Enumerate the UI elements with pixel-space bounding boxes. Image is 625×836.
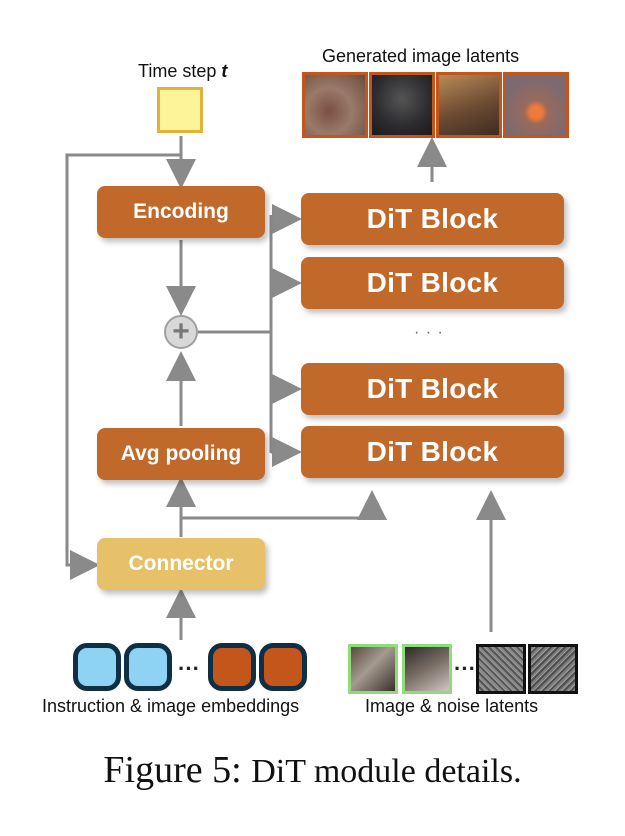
timestep-label-text: Time step (138, 61, 222, 81)
dit-block-2: DiT Block (301, 257, 564, 309)
timestep-square (157, 87, 203, 133)
encoding-block: Encoding (97, 186, 265, 238)
dit-ellipsis: · · · (414, 324, 444, 341)
encoding-label: Encoding (133, 200, 229, 223)
generated-latent-3 (436, 72, 502, 138)
embedding-token-blue-1 (73, 643, 121, 691)
dit-block-label: DiT Block (366, 203, 499, 234)
avg-pooling-block: Avg pooling (97, 428, 265, 480)
embedding-token-orange-2 (259, 643, 307, 691)
image-latent-2 (402, 644, 452, 694)
image-latent-1 (348, 644, 398, 694)
generated-latent-1 (302, 72, 368, 138)
figure-number: Figure 5: (103, 749, 242, 791)
dit-block-4: DiT Block (301, 426, 564, 478)
noise-latent-1 (476, 644, 526, 694)
latents-ellipsis: ··· (454, 656, 476, 681)
image-noise-latents-label: Image & noise latents (365, 696, 539, 716)
dit-block-label: DiT Block (366, 436, 499, 467)
caption-text: DiT module details. (251, 753, 522, 790)
dit-block-3: DiT Block (301, 363, 564, 415)
timestep-label: Time step t (138, 61, 227, 82)
embeddings-ellipsis: ··· (178, 656, 200, 681)
noise-latent-2 (528, 644, 578, 694)
embedding-token-orange-1 (208, 643, 256, 691)
avg-pooling-label: Avg pooling (120, 442, 242, 465)
dit-block-label: DiT Block (366, 373, 499, 404)
plus-icon: + (164, 315, 198, 349)
dit-block-1: DiT Block (301, 193, 564, 245)
figure-caption: Figure 5: DiT module details. (0, 748, 625, 792)
connector-label: Connector (128, 552, 234, 575)
plus-symbol: + (172, 315, 190, 348)
generated-latents-label: Generated image latents (322, 46, 520, 66)
timestep-variable: t (221, 61, 228, 81)
generated-latent-2 (369, 72, 435, 138)
instruction-embeddings-label: Instruction & image embeddings (42, 696, 300, 716)
dit-block-label: DiT Block (366, 267, 499, 298)
connector-block: Connector (97, 538, 265, 590)
generated-latent-4 (503, 72, 569, 138)
embedding-token-blue-2 (124, 643, 172, 691)
